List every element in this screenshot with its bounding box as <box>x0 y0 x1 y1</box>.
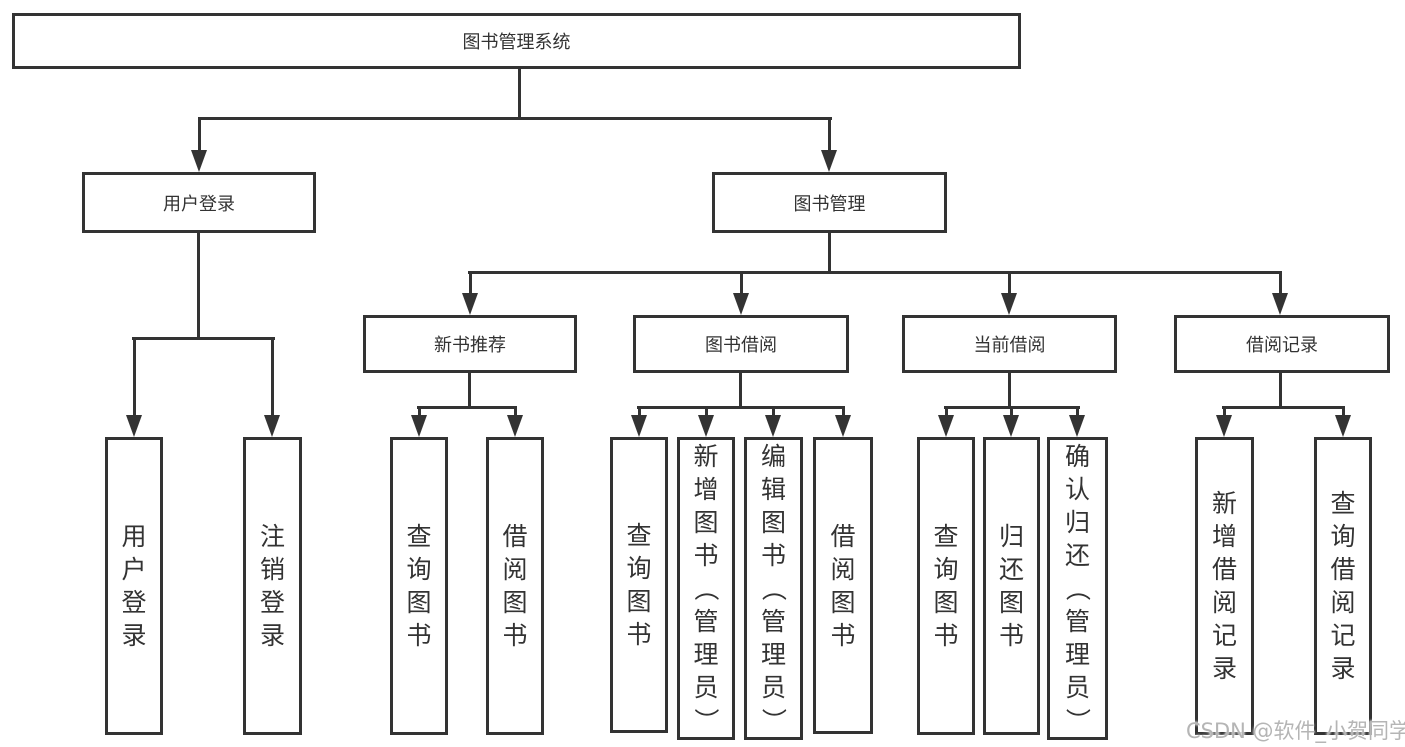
arrow-to-new-book-recommendation <box>462 274 478 315</box>
leaf-add-books-admin: 新增图书（管理员） <box>677 437 735 740</box>
leaf-edit-books-admin: 编辑图书（管理员） <box>744 437 803 740</box>
leaf-query-books-3: 查询图书 <box>917 437 975 735</box>
arrow-to-book-borrowing <box>733 274 749 315</box>
arrow-to-book-management <box>821 120 837 172</box>
node-borrowing-records: 借阅记录 <box>1174 315 1390 373</box>
arrow-to-current-borrowing <box>1001 274 1017 315</box>
csdn-watermark: CSDN @软件_小贺同学 <box>1186 719 1405 743</box>
leaf-confirm-return-admin: 确认归还（管理员） <box>1047 437 1108 740</box>
leaf-borrow-books-2: 借阅图书 <box>813 437 873 734</box>
connector-root-branch <box>198 117 832 120</box>
connector-borrowing-records-drop <box>1279 373 1282 409</box>
arrow-to-user-login <box>191 120 207 172</box>
arrow-to-add-borrowing-record <box>1216 409 1232 437</box>
node-library-management-system: 图书管理系统 <box>12 13 1021 69</box>
arrow-to-user-login-leaf <box>126 340 142 437</box>
connector-user-login-branch <box>132 337 275 340</box>
arrow-to-borrowing-records <box>1272 274 1288 315</box>
connector-new-book-recommendation-branch <box>417 406 517 409</box>
arrow-to-query-books-1 <box>411 409 427 437</box>
leaf-query-books-1: 查询图书 <box>390 437 448 735</box>
arrow-to-query-books-2 <box>631 409 647 437</box>
node-book-borrowing: 图书借阅 <box>633 315 849 373</box>
arrow-to-borrow-books-2 <box>835 409 851 437</box>
connector-book-management-branch <box>468 271 1282 274</box>
node-user-login: 用户登录 <box>82 172 316 233</box>
leaf-logout: 注销登录 <box>243 437 302 735</box>
node-book-management: 图书管理 <box>712 172 947 233</box>
connector-book-borrowing-drop <box>739 373 742 409</box>
arrow-to-add-books-admin <box>698 409 714 437</box>
connector-current-borrowing-branch <box>944 406 1080 409</box>
connector-book-management-drop <box>828 233 831 274</box>
arrow-to-query-books-3 <box>938 409 954 437</box>
leaf-return-books: 归还图书 <box>983 437 1040 735</box>
arrow-to-query-borrowing-record <box>1335 409 1351 437</box>
leaf-query-books-2: 查询图书 <box>610 437 668 733</box>
leaf-query-borrowing-record: 查询借阅记录 <box>1314 437 1372 735</box>
node-current-borrowing: 当前借阅 <box>902 315 1117 373</box>
leaf-user-login: 用户登录 <box>105 437 163 735</box>
leaf-add-borrowing-record: 新增借阅记录 <box>1195 437 1254 735</box>
leaf-borrow-books-1: 借阅图书 <box>486 437 544 735</box>
arrow-to-confirm-return-admin <box>1069 409 1085 437</box>
connector-book-borrowing-branch <box>637 406 845 409</box>
arrow-to-return-books <box>1003 409 1019 437</box>
arrow-to-logout-leaf <box>264 340 280 437</box>
connector-current-borrowing-drop <box>1008 373 1011 409</box>
arrow-to-edit-books-admin <box>765 409 781 437</box>
arrow-to-borrow-books-1 <box>507 409 523 437</box>
connector-user-login-drop <box>197 233 200 340</box>
connector-root-drop <box>518 69 521 119</box>
connector-new-book-recommendation-drop <box>468 373 471 409</box>
node-new-book-recommendation: 新书推荐 <box>363 315 577 373</box>
connector-borrowing-records-branch <box>1222 406 1345 409</box>
